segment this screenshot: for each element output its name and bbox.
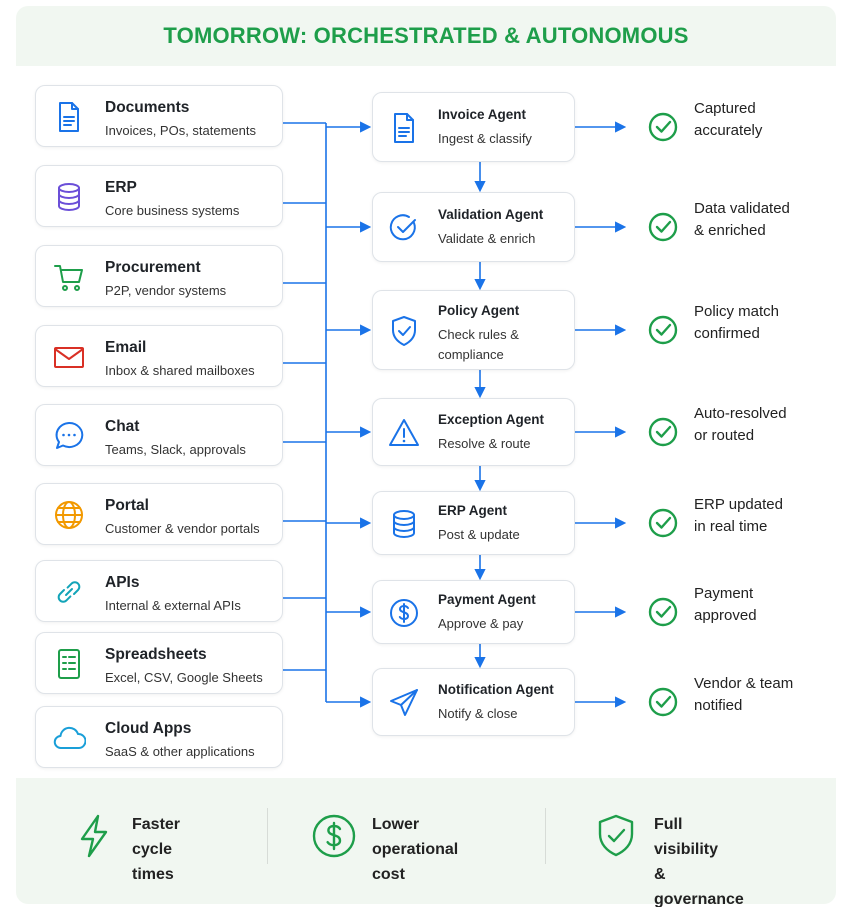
benefit-divider xyxy=(267,808,268,864)
diagram-title: TOMORROW: ORCHESTRATED & AUTONOMOUS xyxy=(163,23,689,48)
check-circle-icon xyxy=(646,595,680,629)
agent-description: Notify & close xyxy=(438,706,518,721)
outcome-text: in real time xyxy=(694,518,768,535)
dollar-circle-icon xyxy=(310,812,358,860)
source-title: Cloud Apps xyxy=(105,720,192,737)
source-description: Core business systems xyxy=(105,203,240,218)
outcome-text: Vendor & team xyxy=(694,675,794,692)
source-description: Internal & external APIs xyxy=(105,598,241,613)
source-title: APIs xyxy=(105,574,140,591)
agent-description: compliance xyxy=(438,347,504,362)
check-circle-icon xyxy=(646,110,680,144)
agent-description: Approve & pay xyxy=(438,616,524,631)
check-circle-icon xyxy=(646,313,680,347)
shield-check-icon xyxy=(387,314,421,348)
source-description: Excel, CSV, Google Sheets xyxy=(105,670,263,685)
agent-title: Validation Agent xyxy=(438,207,544,222)
send-icon xyxy=(387,686,421,720)
check-circle-icon xyxy=(646,685,680,719)
check-circle-icon xyxy=(646,415,680,449)
source-description: Teams, Slack, approvals xyxy=(105,442,246,457)
agent-title: Notification Agent xyxy=(438,682,554,697)
outcome-text: accurately xyxy=(694,122,763,139)
sheet-icon xyxy=(52,647,86,681)
outcome-text: Payment xyxy=(694,585,754,602)
benefit-text: Faster xyxy=(132,816,181,833)
mail-icon xyxy=(52,340,86,374)
globe-icon xyxy=(52,498,86,532)
benefit-divider xyxy=(545,808,546,864)
source-title: Documents xyxy=(105,99,190,116)
source-description: Invoices, POs, statements xyxy=(105,123,257,138)
outcome-text: approved xyxy=(694,607,757,624)
database-icon xyxy=(387,507,421,541)
database-icon xyxy=(52,180,86,214)
outcome-text: & enriched xyxy=(694,222,766,239)
source-title: Chat xyxy=(105,418,140,435)
outcome-text: or routed xyxy=(694,427,755,444)
benefit-text: Lower xyxy=(372,816,420,833)
outcome-text: Policy match xyxy=(694,303,780,320)
source-description: Inbox & shared mailboxes xyxy=(105,363,255,378)
shield-check-icon xyxy=(592,812,640,860)
source-description: Customer & vendor portals xyxy=(105,521,260,536)
source-description: P2P, vendor systems xyxy=(105,283,227,298)
title-bar: TOMORROW: ORCHESTRATED & AUTONOMOUS xyxy=(16,6,836,66)
agent-title: Payment Agent xyxy=(438,592,536,607)
cart-icon xyxy=(52,260,86,294)
document-icon xyxy=(52,100,86,134)
outcome-text: Captured xyxy=(694,100,756,117)
outcome-text: confirmed xyxy=(694,325,760,342)
check-circle-icon xyxy=(646,210,680,244)
agent-title: Invoice Agent xyxy=(438,107,527,122)
agent-description: Ingest & classify xyxy=(438,131,532,146)
benefit-text: Full visibility xyxy=(654,816,719,858)
source-title: ERP xyxy=(105,179,137,196)
benefit-text: & governance xyxy=(654,866,744,907)
check-circle-icon xyxy=(646,506,680,540)
outcome-text: Auto-resolved xyxy=(694,405,787,422)
warning-icon xyxy=(387,416,421,450)
source-title: Spreadsheets xyxy=(105,646,207,663)
agent-description: Post & update xyxy=(438,527,520,542)
outcome-text: Data validated xyxy=(694,200,790,217)
agent-description: Validate & enrich xyxy=(438,231,536,246)
agent-title: ERP Agent xyxy=(438,503,508,518)
check-circle-icon xyxy=(387,211,421,245)
agent-description: Resolve & route xyxy=(438,436,531,451)
benefit-text: operational cost xyxy=(372,841,459,883)
agent-description: Check rules & xyxy=(438,327,519,342)
source-description: SaaS & other applications xyxy=(105,744,255,759)
dollar-icon xyxy=(387,596,421,630)
link-icon xyxy=(52,575,86,609)
document-icon xyxy=(387,111,421,145)
cloud-icon xyxy=(52,721,87,755)
chat-icon xyxy=(52,419,86,453)
agent-title: Exception Agent xyxy=(438,412,545,427)
lightning-icon xyxy=(70,812,118,860)
source-title: Procurement xyxy=(105,259,201,276)
outcome-text: ERP updated xyxy=(694,496,783,513)
outcome-text: notified xyxy=(694,697,743,714)
benefit-text: cycle times xyxy=(132,841,174,883)
source-erp: ERP Core business systems xyxy=(35,165,283,227)
agent-title: Policy Agent xyxy=(438,303,520,318)
source-title: Email xyxy=(105,339,147,356)
source-title: Portal xyxy=(105,497,149,514)
